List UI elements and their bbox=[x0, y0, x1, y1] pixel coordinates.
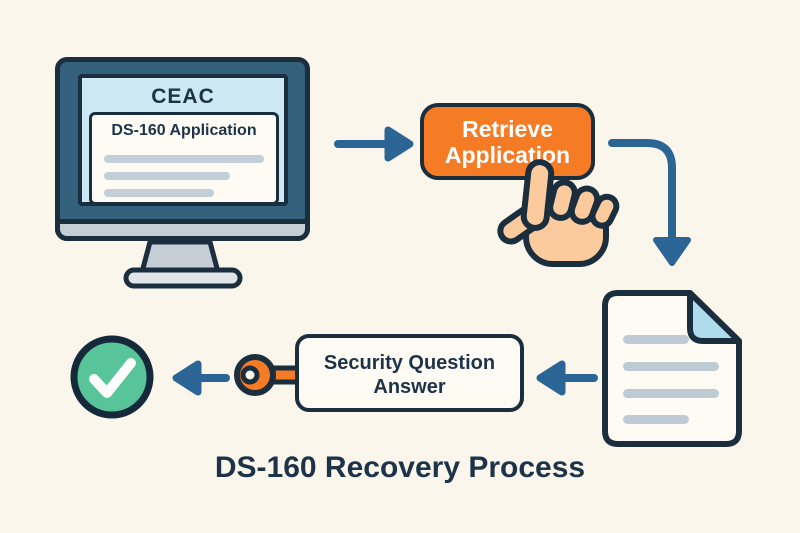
security-question-answer-box: Security Question Answer bbox=[295, 334, 524, 412]
placeholder-text-line bbox=[104, 189, 214, 197]
arrow-left-icon bbox=[536, 360, 598, 396]
arrow-elbow-down-icon bbox=[608, 139, 691, 266]
placeholder-text-line bbox=[104, 155, 264, 163]
card-title: DS-160 Application bbox=[111, 122, 257, 139]
arrow-left-icon bbox=[172, 360, 230, 396]
security-box-line2: Answer bbox=[373, 376, 446, 398]
security-box-line1: Security Question bbox=[323, 352, 496, 374]
screen-header-ceac: CEAC bbox=[151, 85, 215, 108]
arrow-right-icon bbox=[334, 126, 414, 162]
ds160-application-card: DS-160 Application bbox=[89, 112, 279, 205]
diagram-title: DS-160 Recovery Process bbox=[214, 451, 586, 484]
document-folded-corner-icon bbox=[602, 290, 742, 447]
button-label-line1: Retrieve bbox=[462, 116, 553, 142]
pointing-hand-cursor-icon bbox=[497, 159, 620, 267]
checkmark-circle-icon bbox=[70, 335, 154, 419]
key-icon bbox=[234, 354, 301, 396]
placeholder-text-line bbox=[104, 172, 230, 180]
monitor-stand bbox=[123, 239, 243, 289]
retrieve-application-button: Retrieve Application bbox=[420, 103, 595, 180]
monitor-chin bbox=[55, 219, 310, 241]
